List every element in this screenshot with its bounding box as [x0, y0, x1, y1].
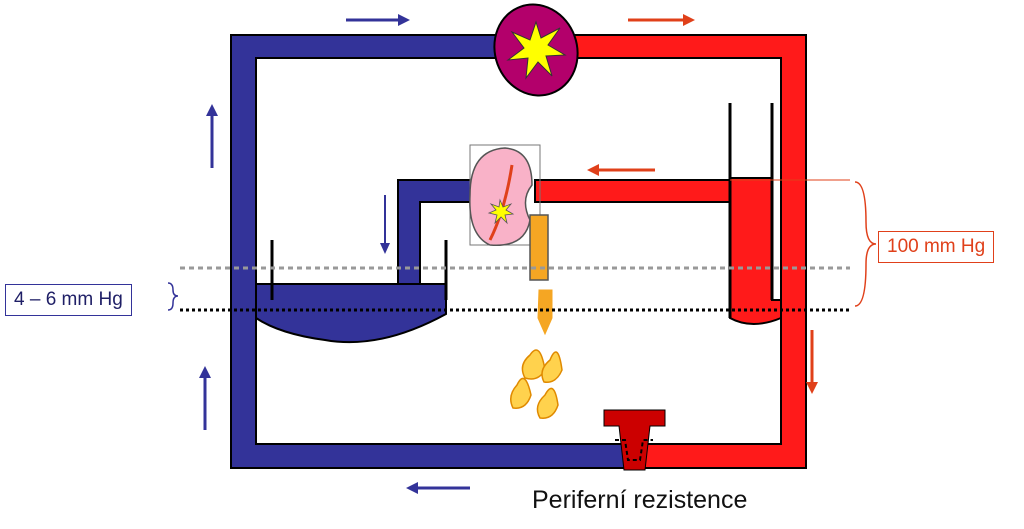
kidney-icon	[469, 144, 541, 247]
arterial-pressure-label: 100 mm Hg	[878, 231, 995, 263]
arrow-kidney-inflow	[587, 164, 655, 176]
heart-spark-icon	[506, 20, 567, 80]
venous-reservoir	[255, 240, 448, 344]
heart-icon	[493, 3, 579, 97]
arrow-venous-down	[380, 195, 390, 254]
peripheral-resistance-label: Periferní rezistence	[532, 486, 748, 514]
venous-circuit	[230, 34, 626, 469]
arterial-column	[728, 103, 782, 325]
urine-drops-icon	[510, 289, 563, 419]
arrow-left-up	[206, 104, 218, 168]
kidney-spark-icon	[487, 198, 515, 225]
arrow-bottom-left	[406, 482, 470, 494]
arrow-top-left	[346, 14, 410, 26]
venous-reservoir-fill	[255, 283, 447, 344]
flow-arrows	[199, 14, 818, 494]
arrow-right-down	[806, 330, 818, 394]
venous-pressure-label: 4 – 6 mm Hg	[5, 284, 132, 316]
arrow-top-right	[628, 14, 695, 26]
arterial-kidney-pipe	[534, 179, 741, 203]
venous-tube	[230, 34, 626, 469]
level-lines	[167, 179, 877, 312]
ureter	[529, 214, 549, 281]
resistance-valve-icon	[603, 409, 666, 471]
arrow-left-lower-up	[199, 366, 211, 430]
